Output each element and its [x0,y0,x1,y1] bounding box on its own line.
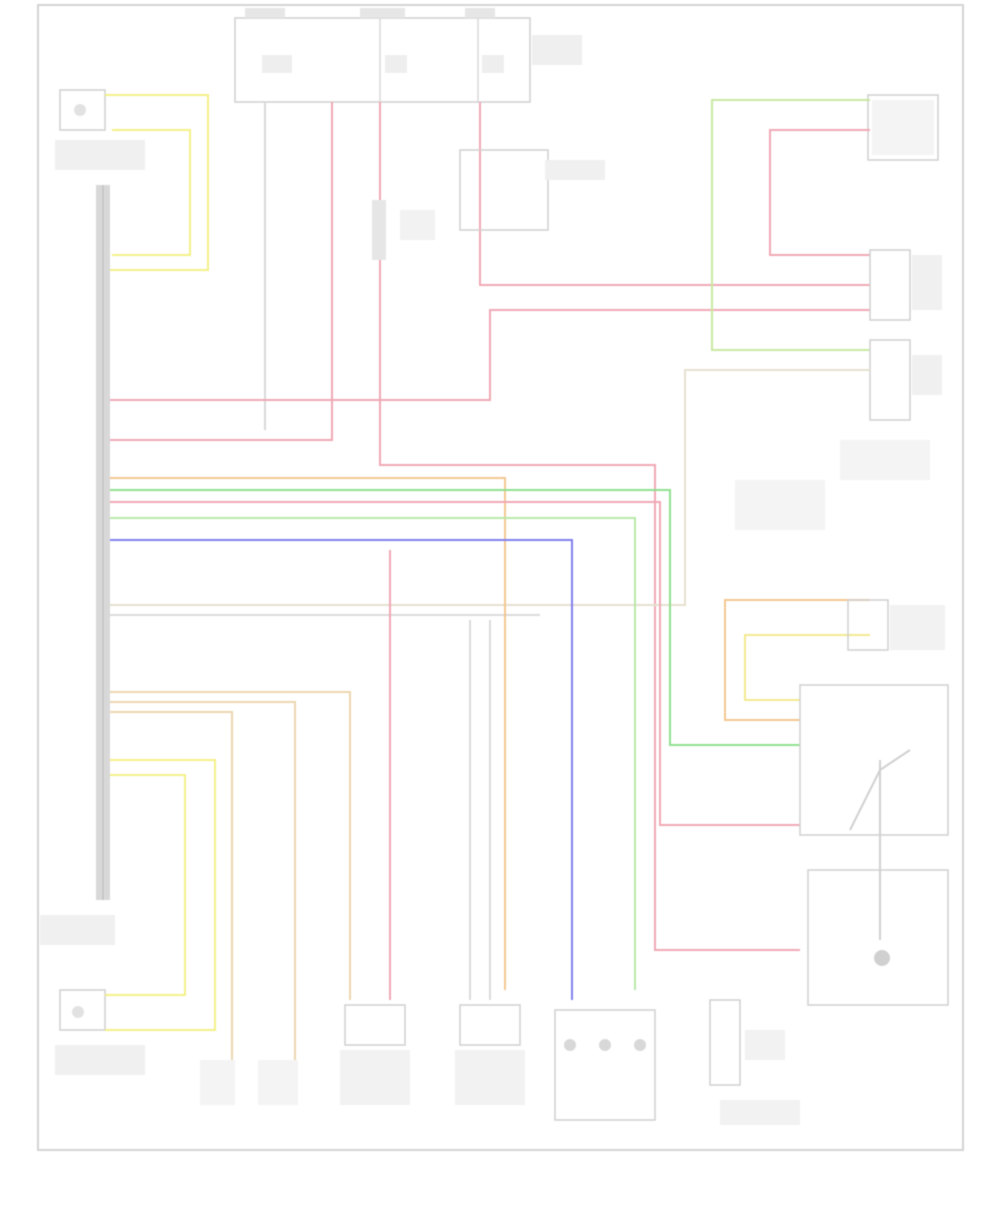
wire-yellow-lower-left [105,759,216,1031]
wire-pink-fuse-4 [479,102,870,286]
bottom-left-sensor [40,915,145,1075]
bottom-module-1 [340,1004,410,1105]
wire-orange-1 [110,477,506,990]
bottom-module-2 [455,1004,525,1105]
top-left-sensor [55,89,145,170]
wire-tan-1 [110,691,351,1000]
right-connector-upper [869,249,942,321]
right-control-module [799,684,949,1006]
fuse-block [234,8,582,103]
wire-green-1 [110,489,800,746]
top-right-switch [867,94,939,161]
right-connector-lower [869,339,942,421]
wire-pink-fuse-3 [379,102,800,951]
wire-tan-3 [110,711,233,1090]
diagram-frame [37,4,964,1151]
wire-yellow-top-left [105,94,209,271]
wire-light-green-2 [110,517,636,990]
wire-pink-mid [110,309,870,401]
wire-pink-top-right [769,129,870,256]
wire-yellow-lower-left-2 [105,774,186,996]
mid-component [372,200,435,260]
top-center-relay [459,149,605,231]
wire-pink-fuse-2 [110,102,333,441]
wire-light-green-right [711,99,870,351]
wire-pink-2 [110,501,800,826]
harness-connector-bar [96,185,110,900]
bottom-switch [709,999,800,1125]
wire-orange-right [724,599,870,721]
wire-yellow-right [744,634,870,701]
wire-yellow-top-left-2 [112,129,191,256]
right-middle-sensor [735,440,945,651]
wire-tan-2 [110,701,296,1090]
wire-tan-right [110,369,870,606]
wire-blue [110,539,573,1000]
bottom-module-3 [554,1009,656,1121]
